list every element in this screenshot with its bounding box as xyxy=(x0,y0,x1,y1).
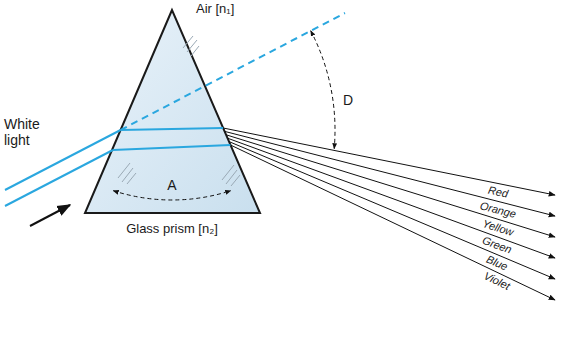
spectrum-rays xyxy=(223,128,555,300)
deviation-angle-arc xyxy=(311,31,335,149)
light-ray xyxy=(5,128,231,206)
color-ray xyxy=(231,145,556,300)
source-label: White light xyxy=(4,116,56,148)
medium-label: Air [n₁] xyxy=(196,2,234,17)
color-ray xyxy=(228,138,555,258)
color-label: Red xyxy=(487,184,509,200)
direction-arrow xyxy=(30,205,70,226)
medium-label: Glass prism [n₂] xyxy=(126,222,218,237)
glass-hatch xyxy=(118,36,240,186)
color-ray xyxy=(229,142,555,279)
angle-label: A xyxy=(167,177,176,193)
undeviated-path xyxy=(121,13,345,130)
color-ray xyxy=(225,131,555,216)
glass-prism xyxy=(85,10,260,213)
color-label: Violet xyxy=(481,269,511,292)
angle-label: D xyxy=(343,92,353,108)
